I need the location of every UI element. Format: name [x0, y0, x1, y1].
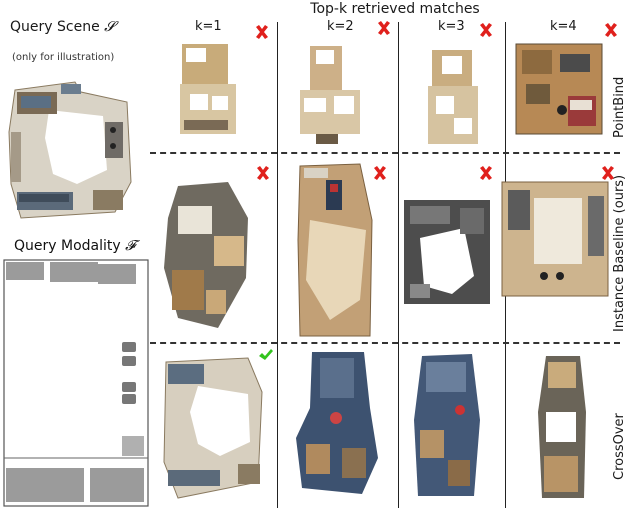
query-modality-label: Query Modality — [14, 238, 121, 254]
result-instance-k3 — [402, 198, 492, 308]
wrong-mark-icon — [600, 165, 616, 181]
method-label-pointbind: PointBind — [612, 76, 627, 138]
query-modality-title: Query Modality 𝓕 — [14, 238, 135, 254]
row-separator-1 — [150, 152, 620, 154]
k-label-1: k=1 — [195, 19, 222, 34]
method-label-instance-baseline: Instance Baseline (ours) — [612, 174, 627, 332]
query-scene-image — [5, 72, 135, 222]
query-scene-label: Query Scene — [10, 19, 100, 35]
k-label-3: k=3 — [438, 19, 465, 34]
wrong-mark-icon — [603, 22, 619, 38]
result-instance-k1 — [158, 178, 258, 338]
result-crossover-k1 — [158, 352, 268, 502]
result-pointbind-k4 — [512, 40, 607, 138]
result-pointbind-k3 — [418, 40, 488, 150]
result-crossover-k3 — [408, 350, 488, 500]
result-crossover-k2 — [292, 348, 382, 498]
correct-check-icon — [258, 347, 274, 363]
result-pointbind-k2 — [290, 40, 370, 148]
wrong-mark-icon — [255, 165, 271, 181]
wrong-mark-icon — [372, 165, 388, 181]
query-modality-floorplan — [2, 258, 150, 508]
query-scene-symbol: 𝓢 — [104, 19, 115, 35]
column-separator-2 — [398, 22, 399, 508]
query-scene-note: (only for illustration) — [12, 52, 115, 63]
query-scene-title: Query Scene 𝓢 — [10, 19, 130, 35]
wrong-mark-icon — [254, 24, 270, 40]
top-title: Top-k retrieved matches — [310, 1, 480, 17]
result-instance-k4 — [500, 180, 610, 300]
result-crossover-k4 — [528, 352, 598, 502]
query-modality-symbol: 𝓕 — [125, 238, 136, 254]
row-separator-2 — [150, 342, 620, 344]
wrong-mark-icon — [478, 165, 494, 181]
k-label-2: k=2 — [327, 19, 354, 34]
k-label-4: k=4 — [550, 19, 577, 34]
result-instance-k2 — [290, 160, 380, 340]
wrong-mark-icon — [478, 22, 494, 38]
result-pointbind-k1 — [172, 40, 242, 140]
column-separator-1 — [277, 22, 278, 508]
wrong-mark-icon — [376, 20, 392, 36]
method-label-crossover: CrossOver — [612, 413, 627, 480]
